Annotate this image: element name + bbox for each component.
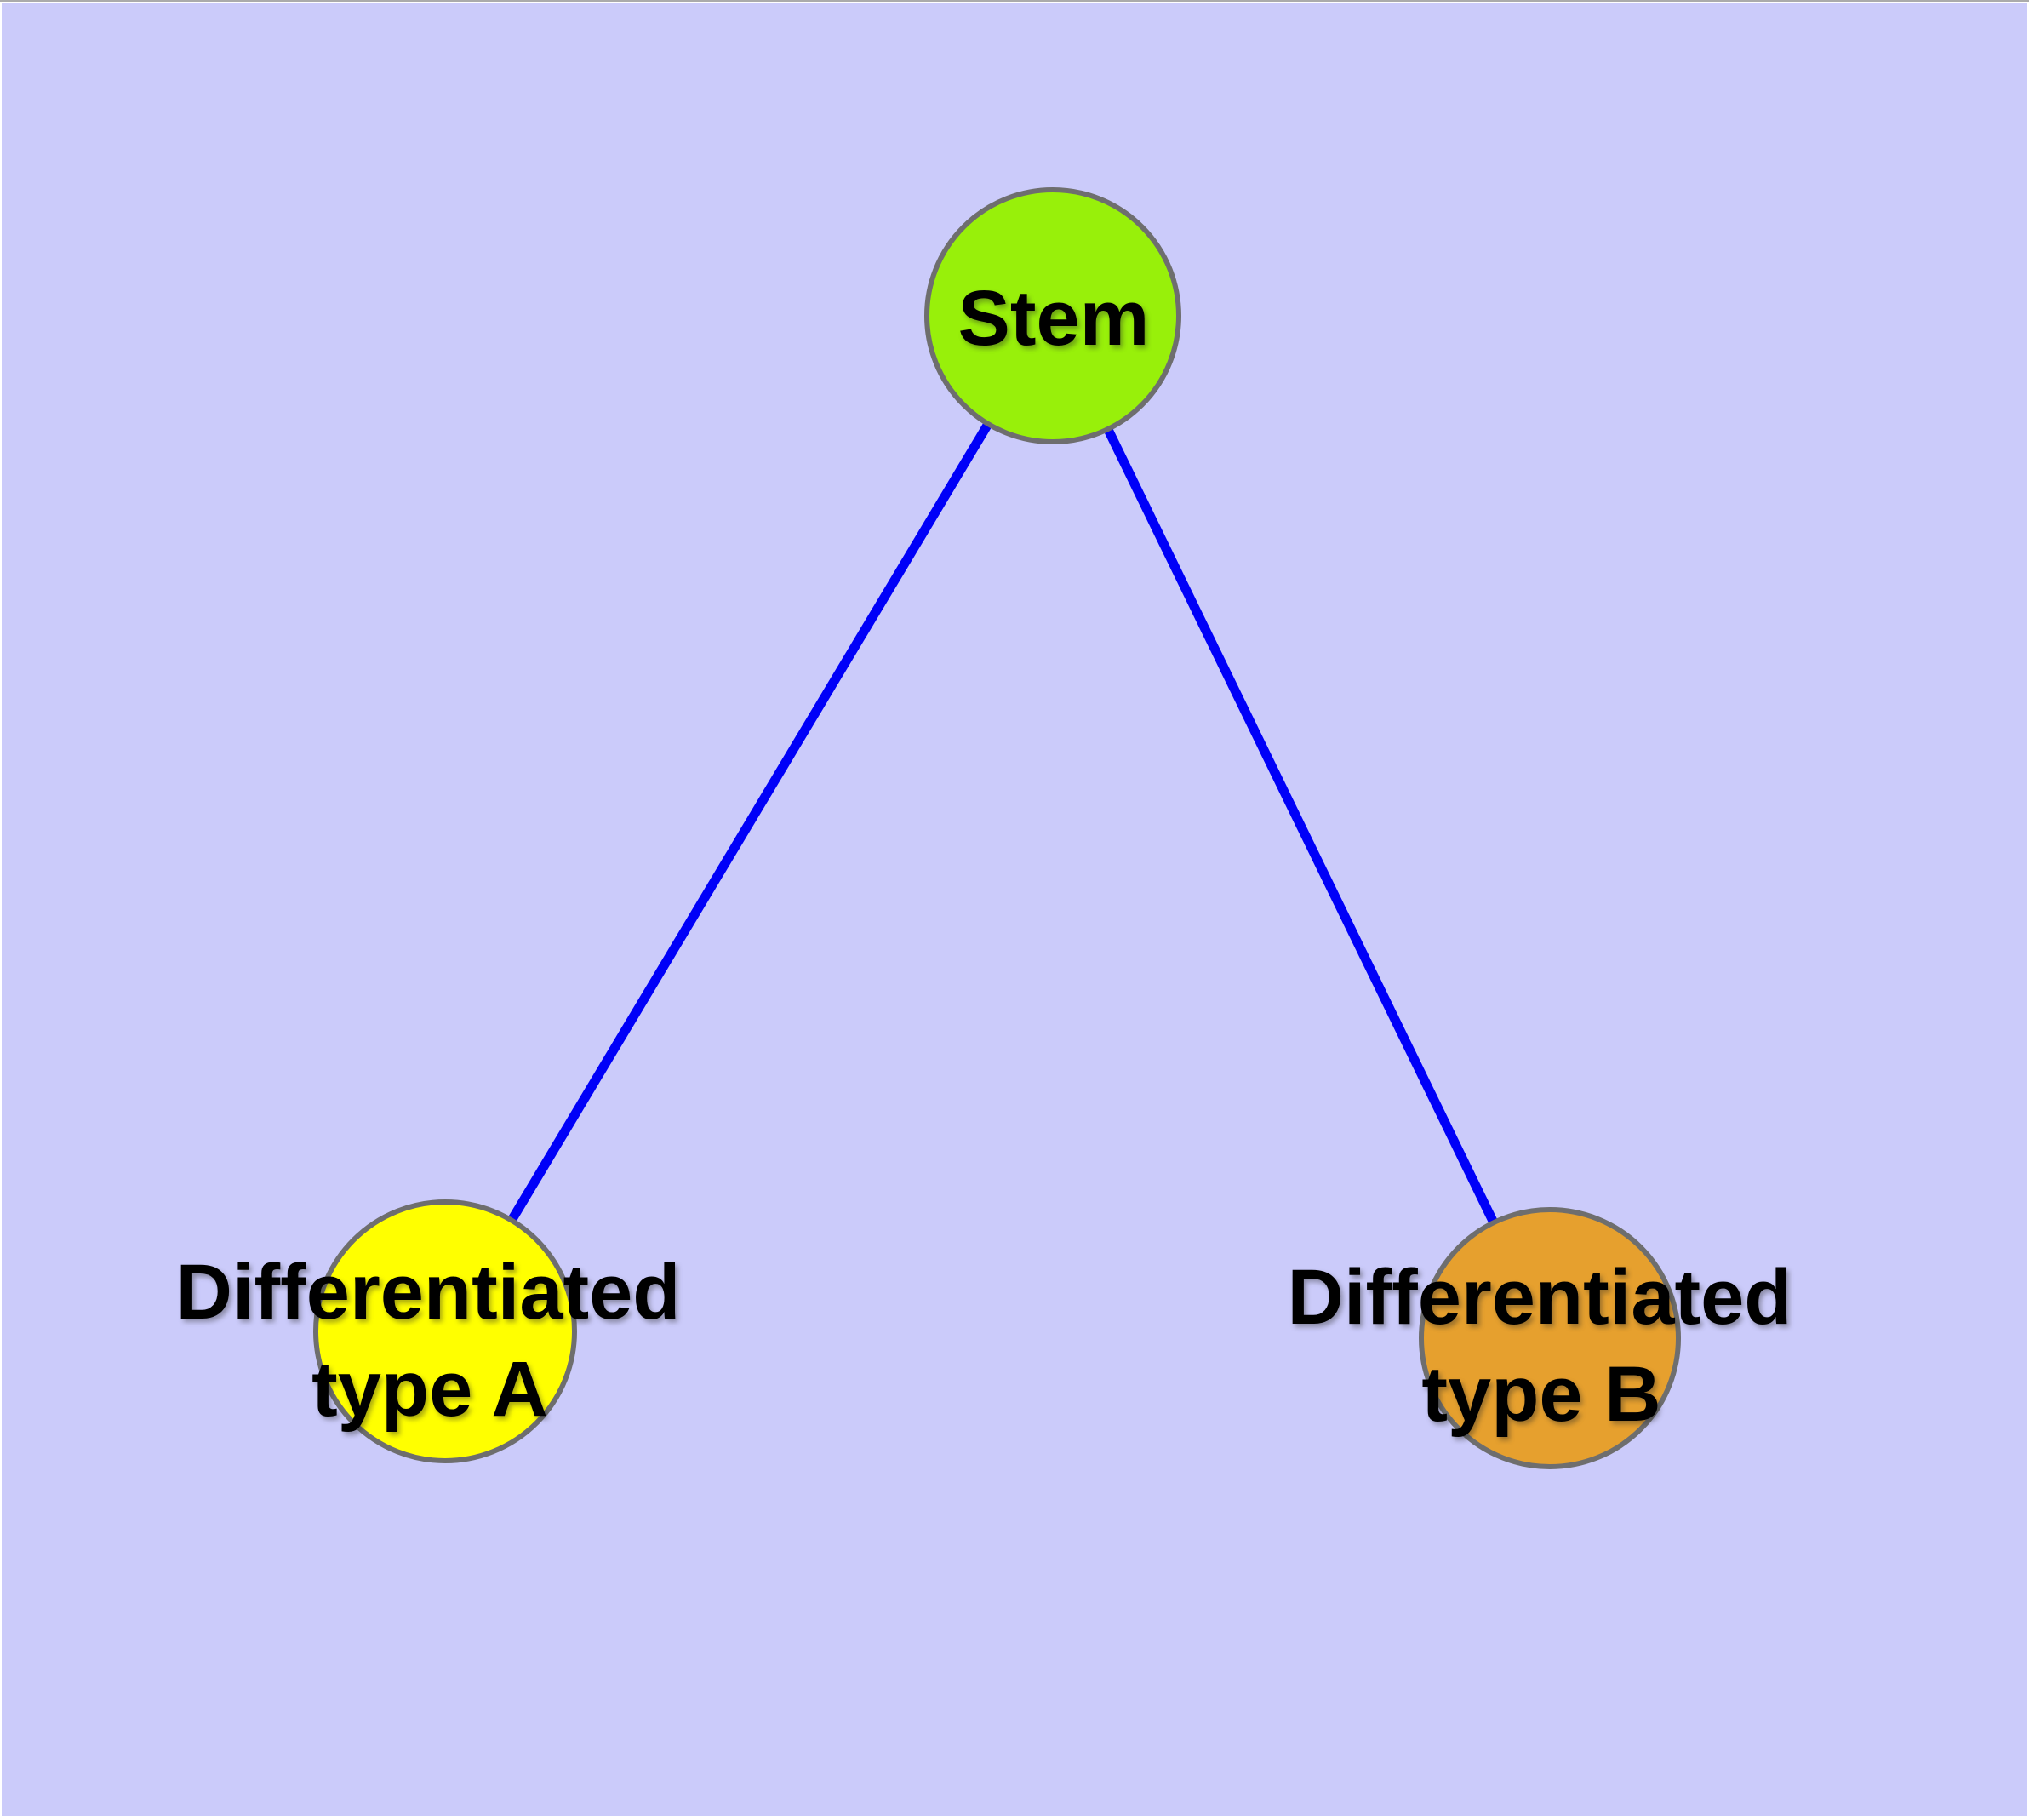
node-type-a-circle	[313, 1199, 577, 1463]
edge-stem-to-type-b	[1049, 313, 1554, 1341]
edge-stem-to-type-a	[441, 313, 1057, 1334]
node-stem-circle	[924, 187, 1181, 444]
node-type-a-label-line2: type A	[311, 1346, 548, 1433]
node-stem-label: Stem	[958, 275, 1150, 362]
node-type-b-circle	[1419, 1207, 1681, 1469]
edges-layer	[441, 313, 1554, 1341]
node-type-a-label-line1: Differentiated	[176, 1249, 681, 1336]
node-type-b-label-line2: type B	[1421, 1351, 1660, 1438]
nodes-layer	[313, 187, 1681, 1469]
labels-layer: Stem Differentiated type A Differentiate…	[176, 275, 1792, 1438]
node-type-b-label-line1: Differentiated	[1288, 1254, 1792, 1341]
